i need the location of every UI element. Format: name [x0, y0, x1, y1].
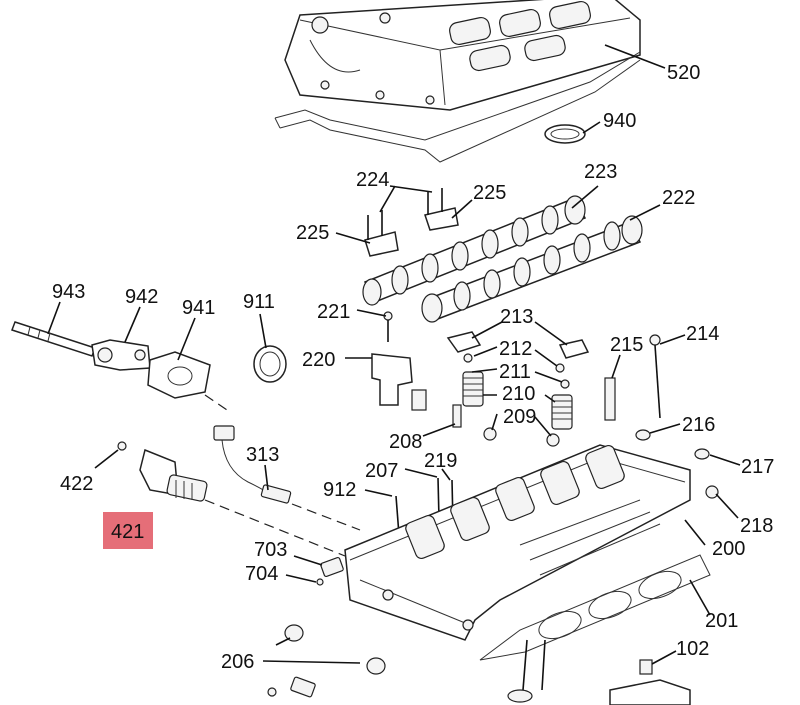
spring-210: [462, 371, 573, 430]
callout-206: 206: [221, 651, 254, 673]
callout-220: 220: [302, 349, 335, 371]
seal-ring-940: [544, 124, 586, 144]
housing-942: [91, 339, 151, 371]
callout-313: 313: [246, 444, 279, 466]
centerline-313: [291, 503, 361, 531]
centerline-941: [204, 394, 231, 413]
callout-212: 212: [499, 338, 532, 360]
callout-labels: 520 940 224 225 223 222 225 943 942 941 …: [52, 62, 774, 673]
callout-214: 214: [686, 323, 719, 345]
stud-943: [11, 321, 96, 357]
spark-plug-215: [604, 377, 616, 421]
callout-421: 421: [111, 521, 144, 543]
camshaft-caps: [364, 188, 459, 257]
callout-225-left: 225: [296, 222, 329, 244]
callout-215: 215: [610, 334, 643, 356]
rocker-213: [446, 331, 590, 359]
centerline-421: [204, 499, 346, 557]
valves-bottom: [507, 639, 546, 703]
callout-223: 223: [584, 161, 617, 183]
plugs-206: [284, 624, 386, 675]
callout-211: 211: [499, 361, 531, 383]
callout-219: 219: [424, 450, 457, 472]
head-gasket-201: [479, 554, 711, 661]
exhaust-camshaft: [421, 215, 643, 323]
callout-704: 704: [245, 563, 278, 585]
solenoid-421: [117, 441, 208, 502]
highlight-421: [103, 512, 153, 549]
callout-208: 208: [389, 431, 422, 453]
intake-camshaft: [362, 195, 587, 306]
leader-lines: [47, 44, 741, 665]
callout-422: 422: [60, 473, 93, 495]
callout-201: 201: [705, 610, 738, 632]
callout-210: 210: [502, 383, 535, 405]
bolt-221: [383, 311, 393, 342]
bolt-214: [649, 334, 661, 419]
sensor-102: [609, 659, 691, 705]
callout-942: 942: [125, 286, 158, 308]
seal-911: [253, 345, 287, 383]
callout-912: 912: [323, 479, 356, 501]
sensor-bottom-left: [267, 676, 316, 698]
bracket-220: [371, 353, 427, 411]
callout-225-right: 225: [473, 182, 506, 204]
callout-224: 224: [356, 169, 389, 191]
cylinder-head-200: [344, 444, 691, 641]
callout-217: 217: [741, 456, 774, 478]
callout-941: 941: [182, 297, 215, 319]
guide-208: [452, 404, 462, 428]
callout-703: 703: [254, 539, 287, 561]
callout-221: 221: [317, 301, 350, 323]
callout-911: 911: [243, 291, 275, 313]
callout-102: 102: [676, 638, 709, 660]
gasket-941: [147, 351, 211, 399]
callout-940: 940: [603, 110, 636, 132]
callout-200: 200: [712, 538, 745, 560]
plug-216-217-218: [635, 429, 719, 499]
sensor-703-704: [316, 556, 344, 586]
callout-943: 943: [52, 281, 85, 303]
valve-cover-gasket: [274, 51, 641, 163]
valve-keepers: [463, 353, 570, 447]
callout-222: 222: [662, 187, 695, 209]
callout-209: 209: [503, 406, 536, 428]
callout-216: 216: [682, 414, 715, 436]
callout-213: 213: [500, 306, 533, 328]
callout-218: 218: [740, 515, 773, 537]
callout-520: 520: [667, 62, 700, 84]
callout-207: 207: [365, 460, 398, 482]
valve-cover: [284, 0, 641, 111]
